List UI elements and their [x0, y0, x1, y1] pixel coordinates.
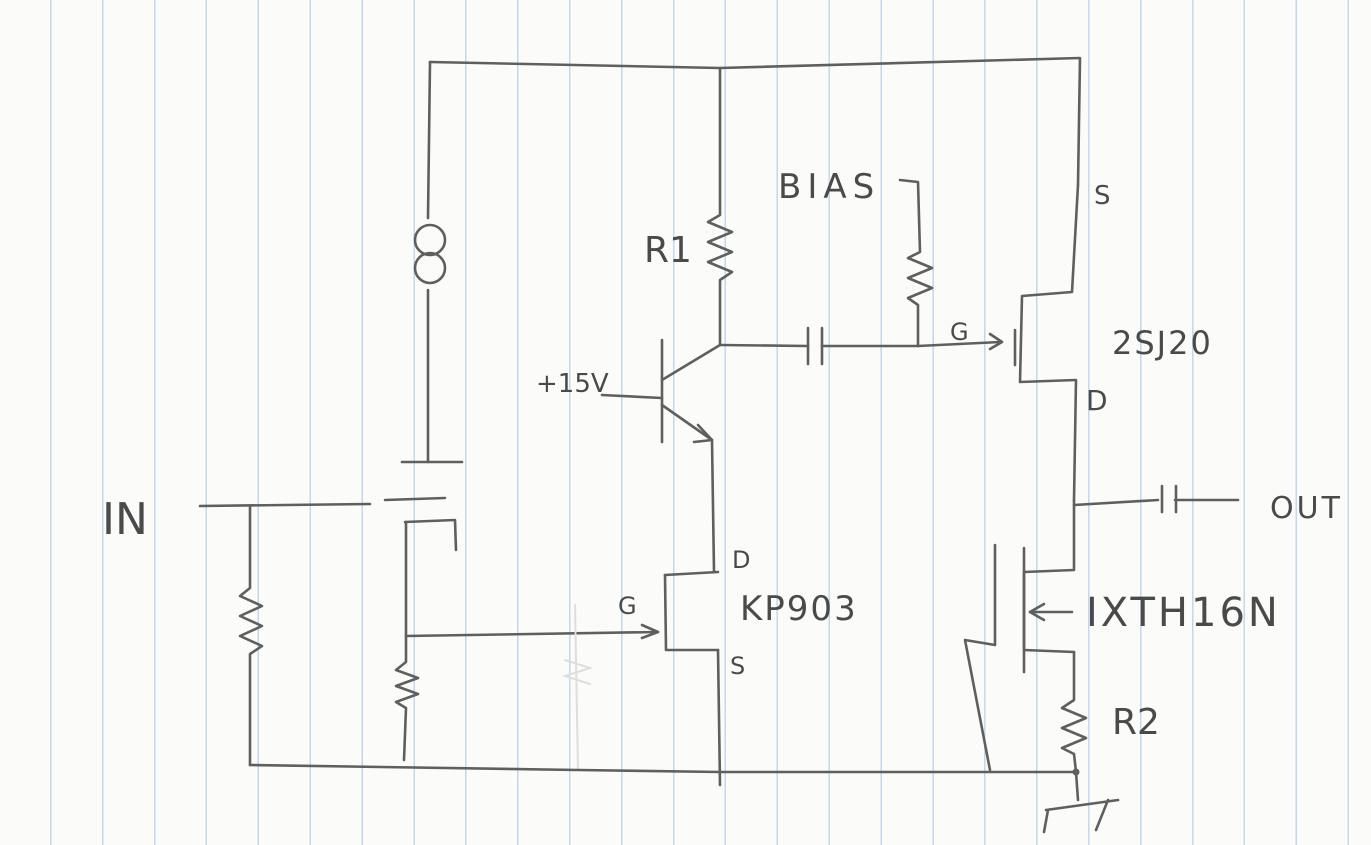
output-capacitor — [1160, 484, 1178, 514]
input-label: IN — [102, 494, 148, 545]
gate-bias-resistor — [394, 520, 420, 762]
kp903-gate-wire — [404, 630, 660, 638]
current-source-symbol — [413, 223, 447, 285]
bjt-transistor — [600, 338, 722, 444]
top-supply-rail — [428, 56, 1082, 187]
kp903-gate-label: G — [618, 592, 637, 620]
input-capacitor — [383, 460, 464, 552]
r2-label: R2 — [1112, 702, 1160, 743]
erased-sketch — [561, 604, 594, 771]
kp903-transistor — [663, 570, 722, 787]
emitter-to-drain-wire — [710, 438, 716, 574]
input-wire — [198, 502, 372, 508]
current-source-wire — [426, 60, 432, 464]
kp903-source-label: S — [730, 652, 745, 680]
output-wire — [1072, 498, 1240, 507]
2sj20-gate-arrow — [988, 332, 1004, 351]
input-resistor — [238, 504, 264, 767]
kp903-label: KP903 — [740, 589, 858, 629]
ixth16n-transistor — [963, 498, 1076, 772]
ground-symbol — [1042, 768, 1120, 834]
2sj20-source-label: S — [1094, 181, 1111, 211]
r1-label: R1 — [644, 230, 692, 271]
2sj20-gate-wire — [916, 340, 1002, 348]
plus15v-label: +15V — [536, 369, 609, 399]
bias-resistor — [898, 178, 934, 348]
output-label: OUT — [1270, 491, 1343, 526]
coupling-capacitor — [806, 326, 824, 366]
2sj20-label: 2SJ20 — [1112, 324, 1213, 362]
ixth16n-label: IXTH16N — [1086, 590, 1281, 636]
2sj20-drain-label: D — [1086, 384, 1108, 417]
r1-resistor — [706, 66, 734, 347]
bias-label: BIAS — [778, 167, 880, 207]
kp903-drain-label: D — [732, 546, 750, 574]
bottom-ground-rail — [248, 763, 1078, 774]
r1-collector-node-wire — [718, 343, 920, 348]
kp903-gate-arrow — [640, 623, 660, 640]
2sj20-transistor — [1013, 183, 1080, 502]
r2-resistor — [1060, 650, 1088, 774]
2sj20-gate-label: G — [950, 318, 969, 346]
